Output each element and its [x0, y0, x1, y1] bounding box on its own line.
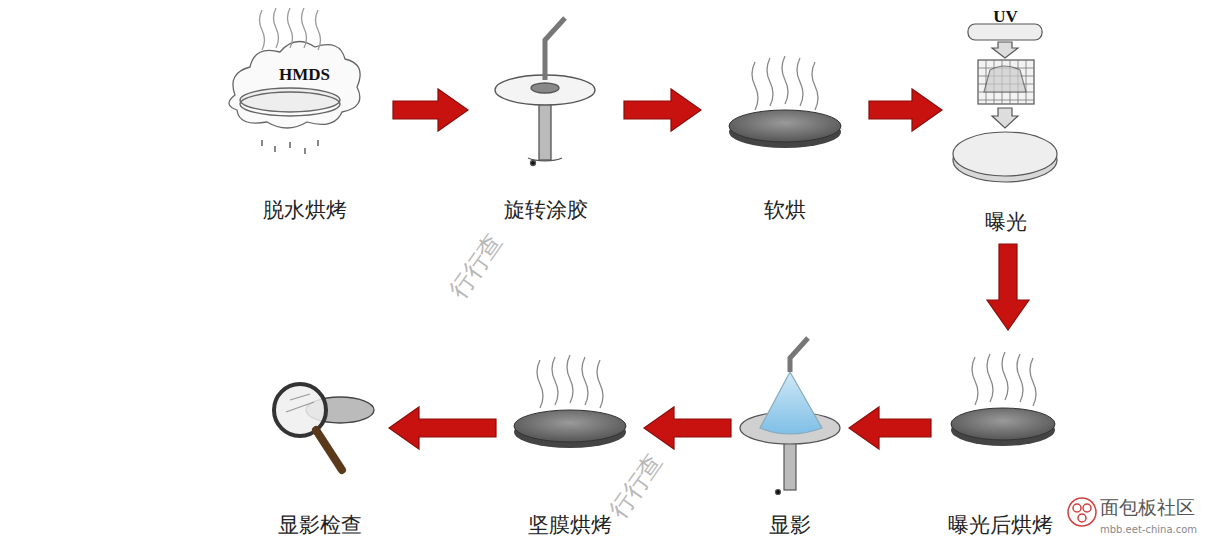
step-label: 脱水烘烤 — [218, 196, 391, 224]
step-label: 显影 — [733, 511, 847, 539]
step-label: 显影检查 — [253, 511, 387, 539]
step-label: 软烘 — [703, 196, 867, 224]
process-step: HMDS 脱水烘烤 — [218, 5, 391, 230]
step-label: 旋转涂胶 — [470, 196, 622, 224]
hotplate-wafer — [729, 56, 841, 148]
process-step: 显影检查 — [253, 332, 387, 545]
watermark-text: mbb.eet-china.com — [1100, 524, 1197, 535]
watermark-text: 面包板社区 — [1100, 495, 1195, 521]
flow-arrow — [644, 407, 731, 449]
flow-arrow — [624, 89, 701, 131]
chemical-label: HMDS — [218, 65, 391, 85]
flow-arrow — [869, 89, 942, 131]
hotplate-wafer — [951, 352, 1055, 446]
watermark-logo — [1068, 498, 1096, 526]
magnifier-wafer — [274, 384, 374, 470]
process-step: 软烘 — [703, 5, 867, 230]
process-step: 旋转涂胶 — [470, 5, 622, 230]
process-step: 显影 — [733, 332, 847, 545]
watermark-text: 行行查 — [602, 447, 670, 524]
developer-spinner — [740, 338, 840, 495]
process-step: UV 曝光 — [944, 5, 1067, 242]
exposure-setup — [953, 24, 1057, 182]
flow-arrow — [849, 407, 931, 449]
step-label: 曝光后烘烤 — [933, 511, 1067, 539]
flow-arrow — [389, 407, 496, 449]
watermark-text: 行行查 — [442, 227, 510, 304]
process-step: 曝光后烘烤 — [933, 332, 1067, 545]
flow-arrow — [987, 244, 1029, 330]
hotplate-wafer — [514, 355, 626, 448]
chemical-label: UV — [944, 7, 1067, 27]
spin-coater — [495, 18, 595, 166]
flow-arrow — [393, 89, 468, 131]
step-label: 曝光 — [944, 208, 1067, 236]
